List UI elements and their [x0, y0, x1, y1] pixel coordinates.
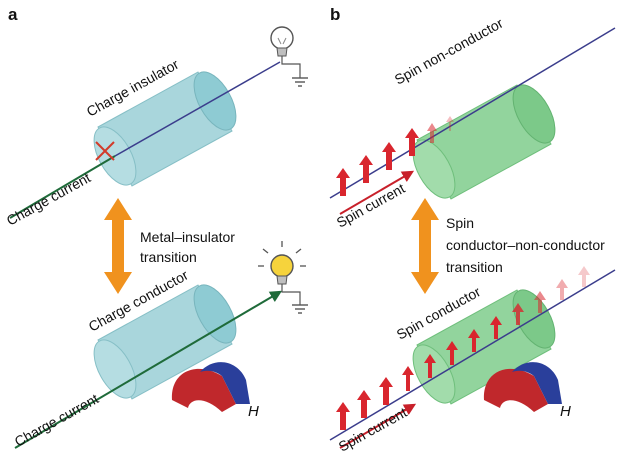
top-cylinder-label-b: Spin non-conductor — [392, 15, 506, 88]
charge-current-arrow-bottom — [14, 290, 283, 449]
field-label-a: H — [248, 403, 259, 420]
charge-current-arrow-top — [9, 155, 116, 219]
charge-insulator-cylinder — [93, 71, 237, 187]
panel-b: b Spin non-conductor Spin current Spin c… — [329, 5, 616, 455]
spin-arrows-top — [336, 116, 454, 196]
blocked-x-mark — [95, 141, 115, 161]
panel-a-letter: a — [8, 5, 18, 24]
transition-arrow-b — [411, 198, 439, 294]
bulb-off-icon — [270, 26, 308, 87]
transition-label-b-line3: transition — [446, 259, 503, 275]
transition-arrow-a — [104, 198, 132, 294]
bottom-current-label-a: Charge current — [12, 390, 102, 449]
spin-current-arrow-top — [339, 170, 415, 215]
magnet-icon-a — [171, 362, 250, 412]
spin-current-arrow-bottom — [339, 403, 417, 449]
field-label-b: H — [560, 403, 571, 420]
wire-bottom-b — [329, 269, 616, 441]
transition-label-a-line1: Metal–insulator — [140, 229, 235, 245]
bulb-on-icon — [258, 241, 308, 314]
transition-label-b-line1: Spin — [446, 215, 474, 231]
panel-a: a Charge insulator Charge current — [4, 5, 308, 450]
top-current-label-a: Charge current — [4, 169, 94, 228]
spin-arrows-bottom — [336, 266, 590, 430]
panel-b-letter: b — [330, 5, 340, 24]
transition-label-b-line2: conductor–non-conductor — [446, 237, 605, 253]
transition-label-a-line2: transition — [140, 249, 197, 265]
magnet-icon-b — [483, 362, 562, 412]
spin-non-conductor-cylinder — [412, 84, 556, 200]
wire-top-a — [114, 61, 281, 157]
wire-top-b — [329, 27, 616, 199]
